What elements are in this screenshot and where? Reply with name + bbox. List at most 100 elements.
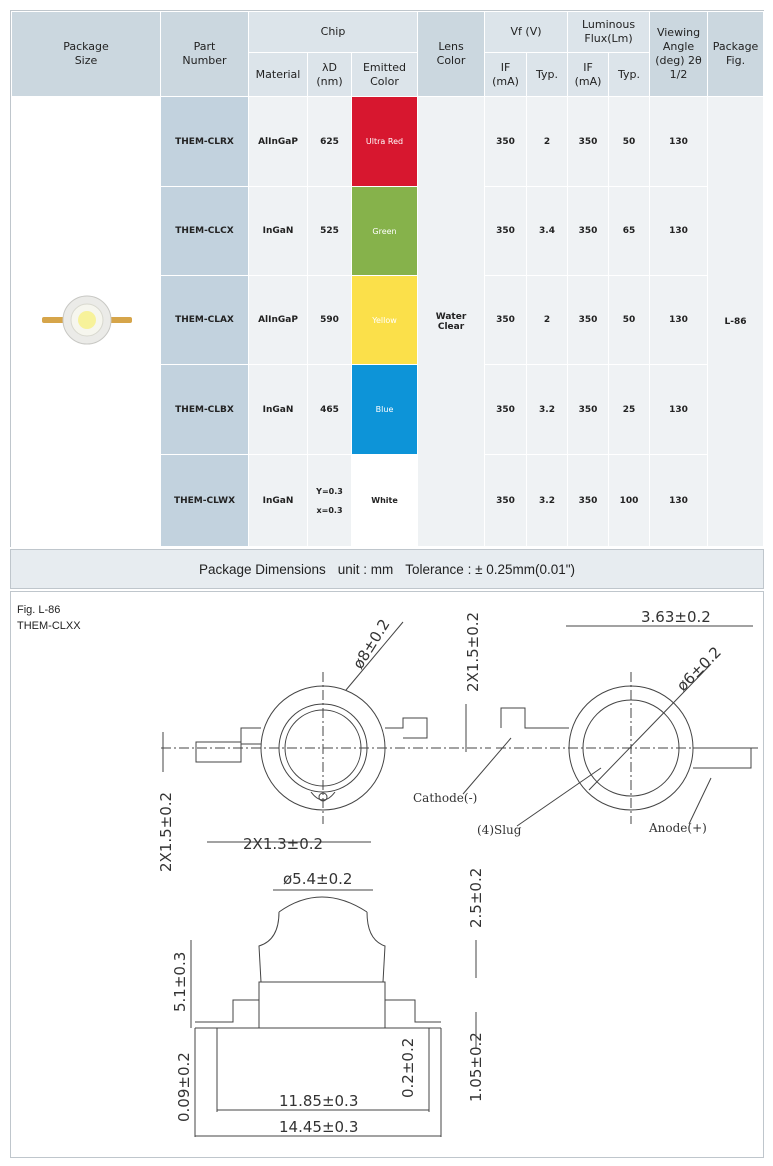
dimensions-tolerance: Tolerance : ± 0.25mm(0.01") — [405, 561, 576, 577]
lambda-x-value: x=0.3 — [316, 505, 343, 515]
flux-typ-cell: 65 — [608, 186, 651, 276]
dim-02: 0.2±0.2 — [399, 1038, 417, 1098]
header-emitted-color: Emitted Color — [350, 52, 419, 97]
header-package-size: Package Size — [11, 11, 161, 97]
table-row: THEM-CLWX InGaN Y=0.3 x=0.3 White 350 3.… — [12, 454, 764, 547]
package-body — [258, 981, 386, 1029]
header-lambda-d: λD (nm) — [307, 52, 352, 97]
header-if-vf: IF (mA) — [484, 52, 528, 97]
led-package-image — [42, 295, 132, 344]
fig-model: THEM-CLXX — [17, 620, 81, 632]
flux-typ-cell: 100 — [608, 454, 651, 547]
emitted-color-swatch: Green — [350, 186, 419, 276]
if-flux-cell: 350 — [567, 364, 610, 455]
emitted-color-swatch: Yellow — [350, 275, 419, 365]
dim-1445: 14.45±0.3 — [279, 1118, 358, 1136]
led-chip — [78, 310, 96, 329]
label-anode: Anode(+) — [648, 821, 707, 835]
material-cell: InGaN — [248, 186, 308, 276]
material-cell: AlInGaP — [248, 96, 308, 187]
table-row: THEM-CLCX InGaN 525 Green 350 3.4 350 65… — [12, 186, 764, 276]
dim-51: 5.1±0.3 — [171, 952, 189, 1012]
lambda-cell: Y=0.3 x=0.3 — [307, 454, 352, 547]
viewing-angle-cell: 130 — [649, 275, 709, 365]
lead-side-left — [195, 999, 259, 1023]
spec-table-frame: Package Size Part Number Chip Lens Color… — [10, 10, 765, 547]
table-row: THEM-CLRX AlInGaP 625 Ultra Red Water Cl… — [11, 96, 765, 547]
lens-color-value: Water Clear — [417, 96, 486, 547]
table-row: THEM-CLBX InGaN 465 Blue 350 3.2 350 25 … — [12, 364, 764, 455]
label-cathode: Cathode(-) — [413, 791, 477, 805]
viewing-angle-cell: 130 — [649, 364, 709, 455]
flux-typ-cell: 50 — [608, 275, 651, 365]
leader-anode — [688, 777, 712, 825]
leader-slug — [516, 767, 602, 827]
if-vf-cell: 350 — [484, 96, 528, 187]
dim-25: 2.5±0.2 — [467, 868, 485, 928]
header-chip: Chip — [247, 11, 419, 53]
if-flux-cell: 350 — [567, 96, 610, 187]
drawing-svg: ø8±0.2 2X1.5±0.2 2X1.5±0.2 2X1.3±0.2 3.6… — [157, 608, 761, 1137]
part-number-cell: THEM-CLWX — [160, 454, 249, 547]
material-cell: InGaN — [248, 364, 308, 455]
if-flux-cell: 350 — [567, 275, 610, 365]
vf-typ-cell: 3.4 — [526, 186, 569, 276]
header-vf: Vf (V) — [484, 11, 569, 53]
if-vf-cell: 350 — [484, 275, 528, 365]
lead-side-right — [385, 999, 441, 1023]
flux-typ-cell: 50 — [608, 96, 651, 187]
part-number-cell: THEM-CLBX — [160, 364, 249, 455]
leader-cathode — [462, 737, 512, 795]
lead-left — [195, 741, 242, 763]
dim-d8: ø8±0.2 — [349, 616, 393, 672]
dim-d6: ø6±0.2 — [673, 643, 725, 695]
header-material: Material — [248, 52, 308, 97]
lead-tab — [240, 727, 261, 745]
lens-top — [278, 896, 368, 913]
header-package-fig: Package Fig. — [707, 11, 765, 97]
dim-2x15-left: 2X1.5±0.2 — [157, 792, 175, 872]
header-typ-flux: Typ. — [608, 52, 651, 97]
leader-d6 — [588, 663, 712, 791]
dim-d54: ø5.4±0.2 — [283, 870, 352, 888]
lambda-cell: 525 — [307, 186, 352, 276]
if-flux-cell: 350 — [567, 186, 610, 276]
if-vf-cell: 350 — [484, 186, 528, 276]
material-cell: InGaN — [248, 454, 308, 547]
table-row: THEM-CLAX AlInGaP 590 Yellow 350 2 350 5… — [12, 275, 764, 365]
emitted-color-swatch: Ultra Red — [350, 96, 419, 187]
lambda-cell: 590 — [307, 275, 352, 365]
viewing-angle-cell: 130 — [649, 454, 709, 547]
header-viewing-angle: Viewing Angle (deg) 2θ 1/2 — [649, 11, 709, 97]
vf-typ-cell: 3.2 — [526, 364, 569, 455]
if-vf-cell: 350 — [484, 454, 528, 547]
leader-d8 — [345, 621, 404, 691]
dimensions-unit: unit : mm — [337, 561, 394, 577]
part-number-cell: THEM-CLAX — [160, 275, 249, 365]
dim-2x13: 2X1.3±0.2 — [243, 835, 323, 853]
emitted-color-swatch: White — [350, 454, 419, 547]
header-lens-color: Lens Color — [417, 11, 486, 97]
part-number-cell: THEM-CLCX — [160, 186, 249, 276]
lens-dome — [258, 911, 386, 983]
emitted-color-swatch: Blue — [350, 364, 419, 455]
header-luminous-flux: Luminous Flux(Lm) — [567, 11, 651, 53]
dim-363: 3.63±0.2 — [641, 608, 711, 626]
lambda-cell: 625 — [307, 96, 352, 187]
top-view-left: ø8±0.2 2X1.5±0.2 2X1.5±0.2 2X1.3±0.2 — [157, 612, 491, 872]
header-typ-vf: Typ. — [526, 52, 569, 97]
part-number-cell: THEM-CLRX — [160, 96, 249, 187]
dim-1185: 11.85±0.3 — [279, 1092, 358, 1110]
material-cell: AlInGaP — [248, 275, 308, 365]
lambda-y-value: Y=0.3 — [316, 486, 343, 496]
header-if-flux: IF (mA) — [567, 52, 610, 97]
header-part-number: Part Number — [160, 11, 249, 97]
vf-typ-cell: 2 — [526, 96, 569, 187]
lead-right — [385, 717, 428, 739]
package-image-cell — [11, 96, 161, 547]
package-fig-value: L-86 — [707, 96, 765, 547]
dimensions-title: Package Dimensions — [198, 561, 326, 577]
if-vf-cell: 350 — [484, 364, 528, 455]
dim-009: 0.09±0.2 — [175, 1052, 193, 1122]
lead-left-r — [500, 707, 569, 729]
